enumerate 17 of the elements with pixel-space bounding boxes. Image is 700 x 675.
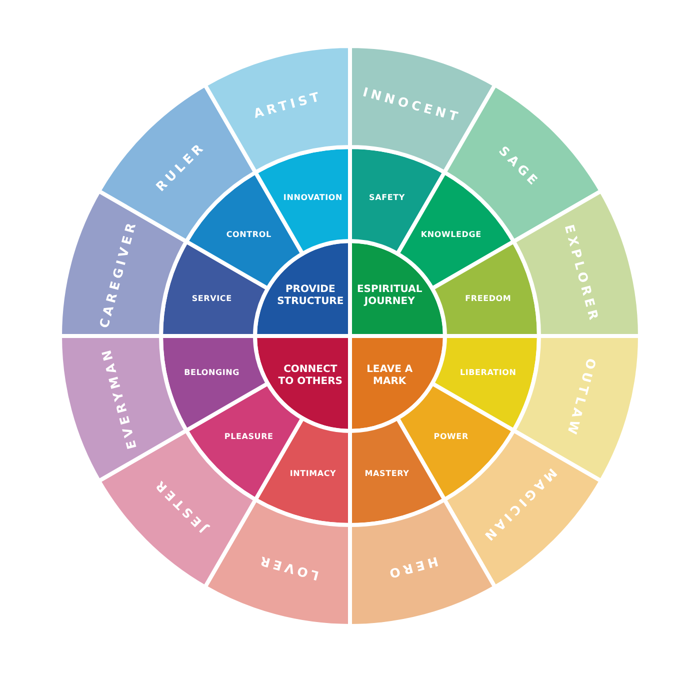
orientation-label: LEAVE A MARK <box>366 364 414 388</box>
orientation-label: ESPIRITUAL JOURNEY <box>356 284 424 308</box>
motivation-label: BELONGING <box>184 368 240 378</box>
motivation-label: SAFETY <box>369 193 405 203</box>
motivation-label: KNOWLEDGE <box>420 230 482 240</box>
orientation-label: PROVIDE STRUCTURE <box>276 284 345 308</box>
archetype-label: HERO <box>384 554 440 582</box>
motivation-label: INTIMACY <box>290 469 336 479</box>
motivation-label: POWER <box>434 432 468 442</box>
motivation-label: INNOVATION <box>283 193 343 203</box>
motivation-label: SERVICE <box>192 294 232 304</box>
motivation-label: LIBERATION <box>460 368 516 378</box>
motivation-label: FREEDOM <box>465 294 512 304</box>
motivation-label: PLEASURE <box>224 432 274 442</box>
motivation-label: CONTROL <box>226 230 272 240</box>
motivation-label: MASTERY <box>364 469 410 479</box>
orientation-label: CONNECT TO OTHERS <box>277 364 344 388</box>
